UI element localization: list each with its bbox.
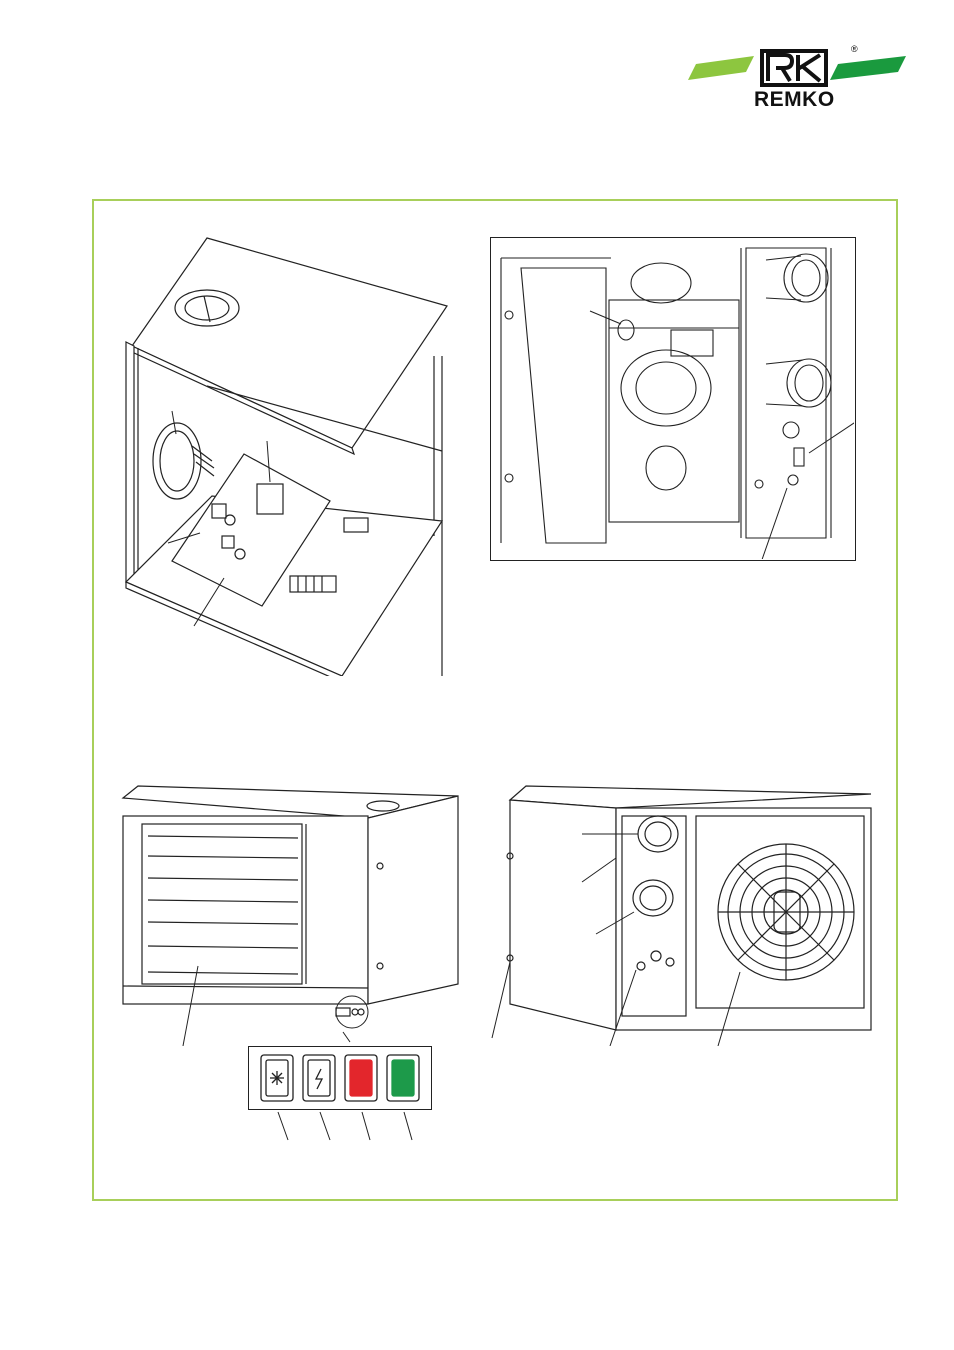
snowflake-icon <box>270 1071 284 1085</box>
control-panel <box>248 1046 432 1110</box>
registered-mark: ® <box>851 44 858 54</box>
figure-open-housing <box>112 236 462 676</box>
figure-front-view <box>118 776 468 1046</box>
remko-logo: ® REMKO <box>688 42 908 108</box>
brand-name: REMKO <box>754 88 835 108</box>
figure-rear-view <box>486 776 876 1046</box>
button-leader-lines <box>270 1108 430 1142</box>
lightning-icon <box>314 1068 324 1090</box>
figure-frame <box>92 199 898 1201</box>
figure-burner-view <box>490 237 856 561</box>
